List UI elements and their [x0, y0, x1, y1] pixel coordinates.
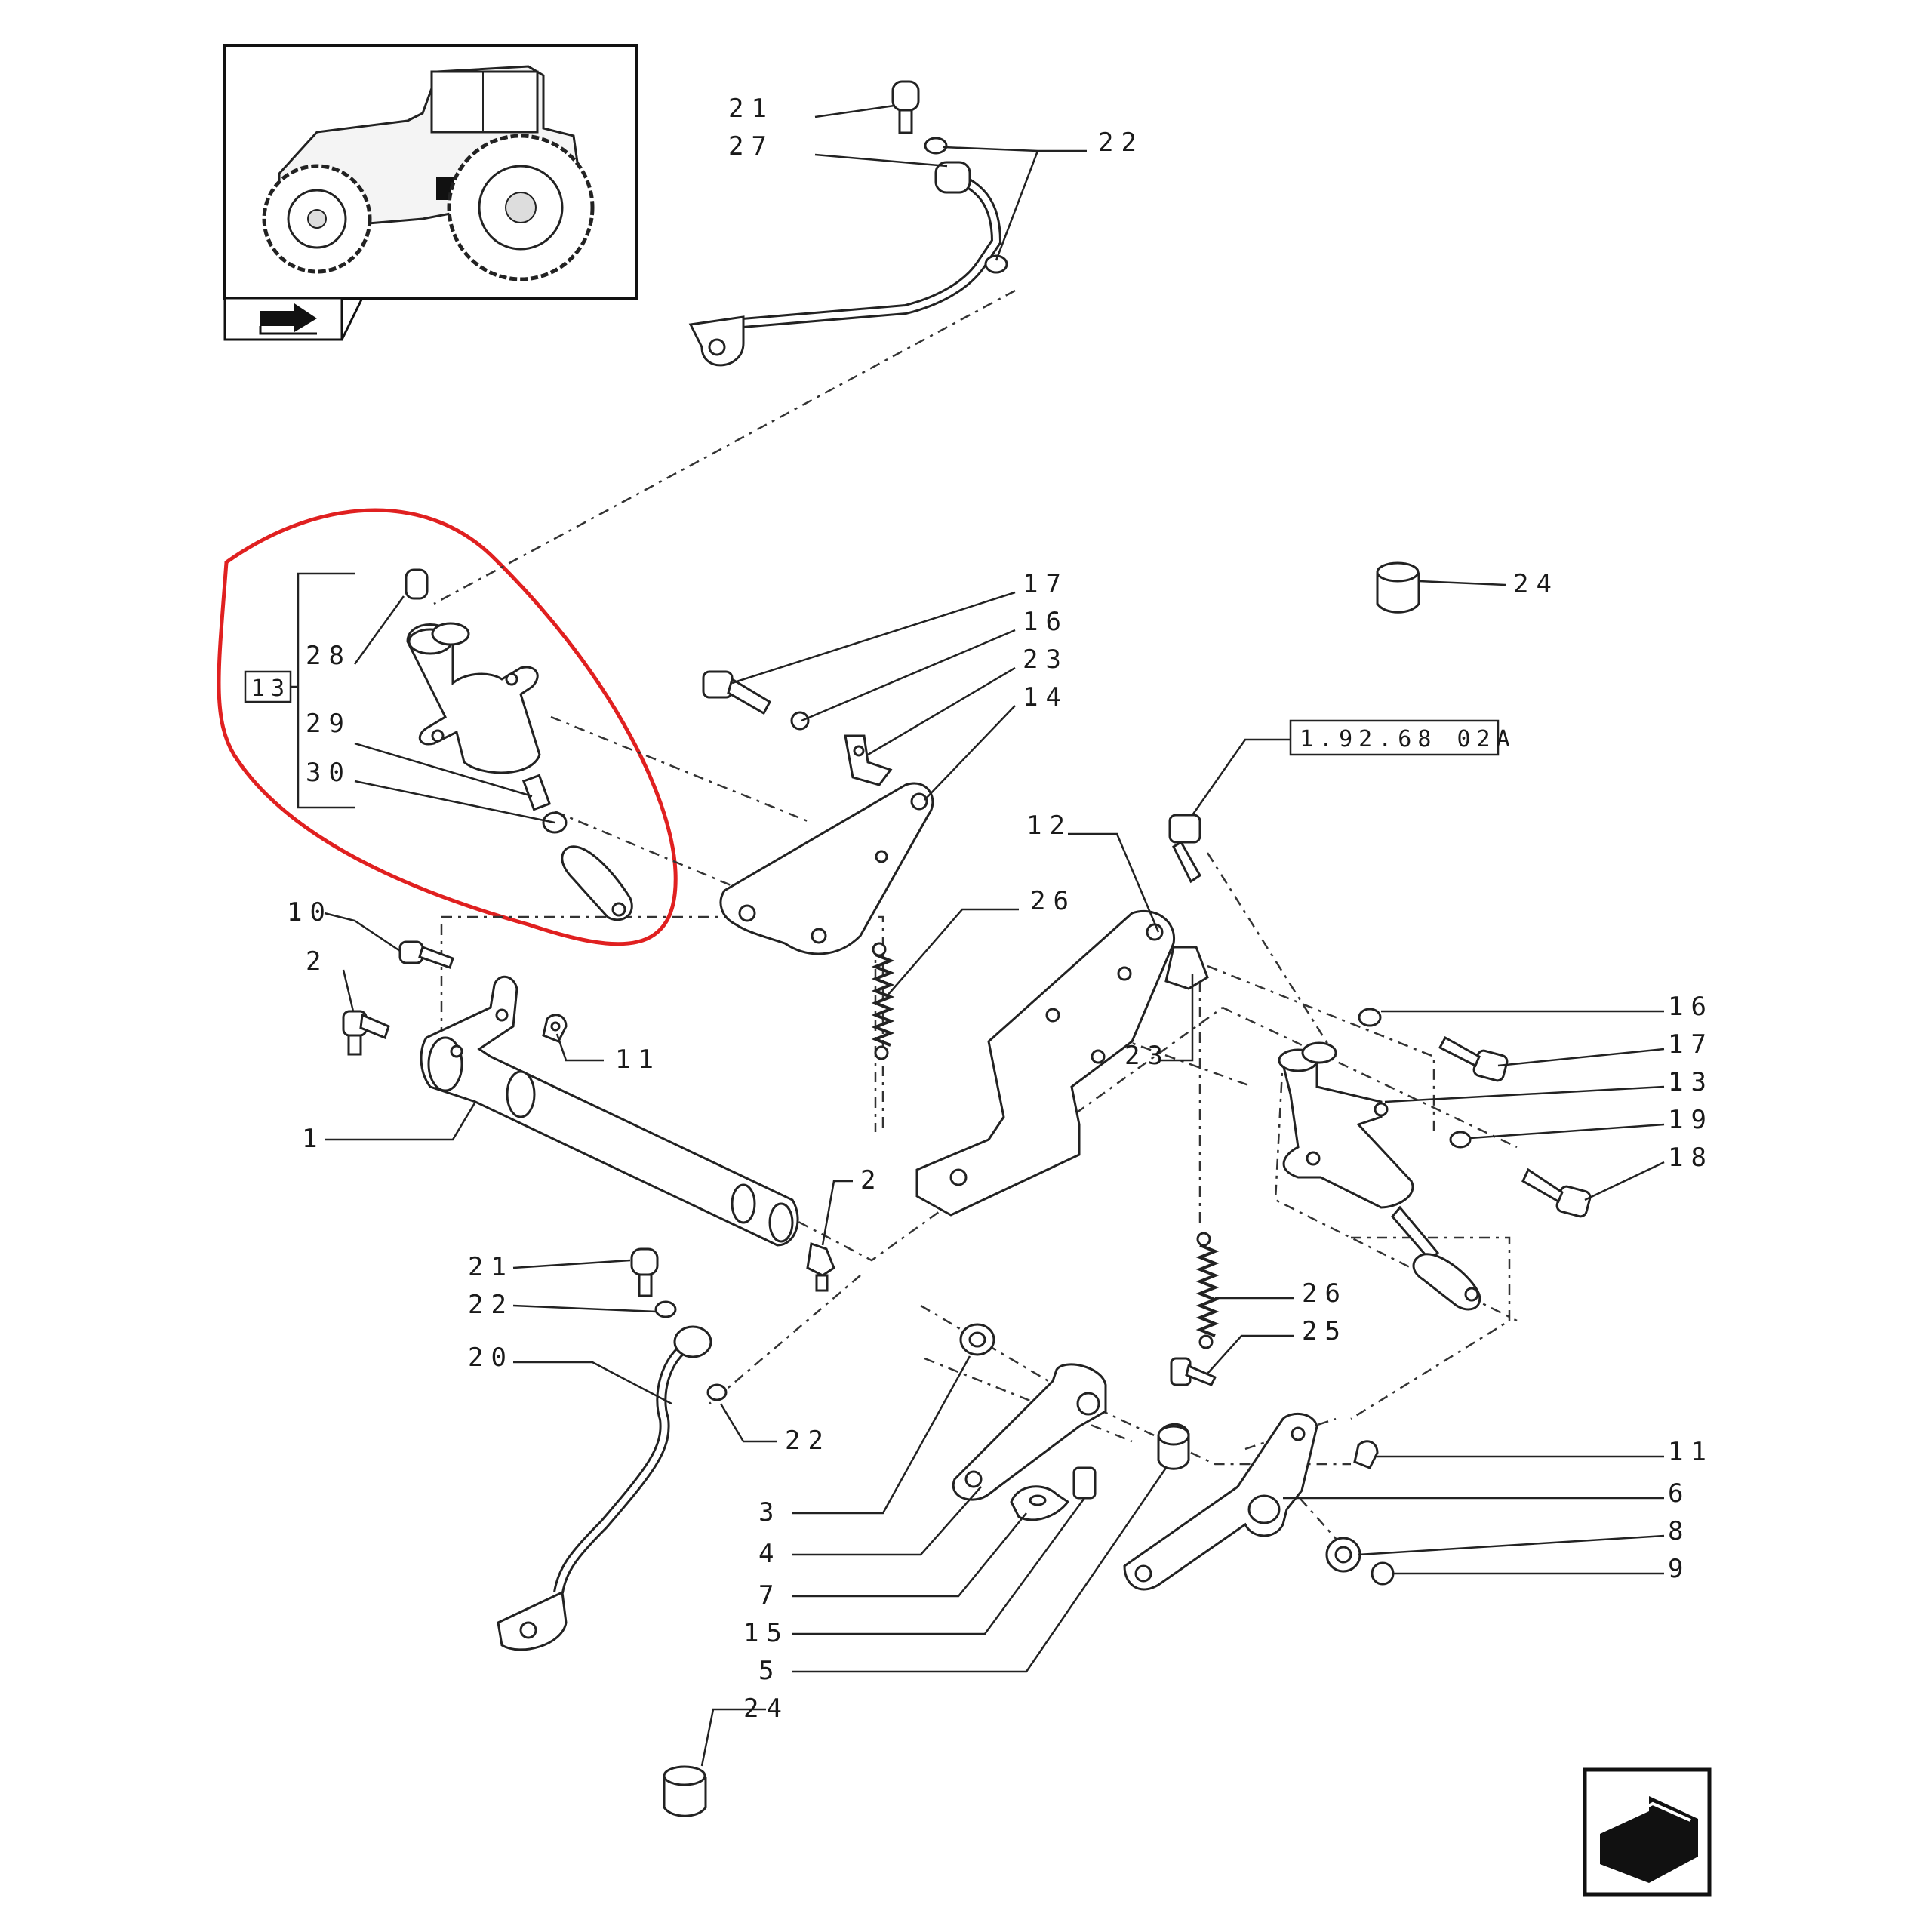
callout-25: 25 [1302, 1316, 1348, 1346]
callout-17-lower: 17 [1668, 1029, 1714, 1060]
cap-24-upper [1376, 561, 1420, 614]
callout-22-upper: 22 [1098, 128, 1144, 158]
slave-cylinder-13 [1278, 1041, 1481, 1311]
callout-13: 13 [1668, 1067, 1714, 1097]
group-13-label: 13 [251, 675, 291, 702]
callout-15: 15 [743, 1618, 789, 1648]
page-flip-arrow-icon [259, 303, 317, 335]
callout-22-bottom: 22 [785, 1426, 831, 1456]
assembly-lines [433, 289, 1518, 1548]
spring-26-lower [1170, 1232, 1220, 1386]
spring-26-upper [871, 942, 895, 1060]
slave-cylinder-group-13 [405, 568, 633, 921]
callout-5: 5 [758, 1656, 781, 1686]
callout-23-upper: 23 [1023, 645, 1069, 675]
next-page-arrow-icon [1583, 1767, 1712, 1897]
cap-24-lower [663, 1765, 707, 1817]
callout-28: 28 [306, 641, 352, 671]
callout-6: 6 [1668, 1478, 1690, 1509]
fittings-upper-left [342, 940, 568, 1056]
callout-26-upper: 26 [1030, 886, 1076, 916]
callout-21-lower: 21 [468, 1252, 514, 1282]
fitting-2-lower [806, 1241, 835, 1292]
callout-7: 7 [758, 1580, 781, 1611]
callout-2-lower: 2 [860, 1165, 883, 1195]
callout-3: 3 [758, 1497, 781, 1527]
callout-19: 19 [1668, 1105, 1714, 1135]
upper-pipe-assembly [688, 80, 1008, 367]
callout-labels: 21 27 22 28 29 30 17 16 23 14 24 12 26 1… [287, 94, 1714, 1724]
callout-11-lower: 11 [1668, 1437, 1714, 1467]
lower-pipe-20 [497, 1247, 728, 1651]
callout-22-lower: 22 [468, 1290, 514, 1320]
lever-4 [952, 1323, 1107, 1521]
callout-29: 29 [306, 709, 352, 739]
callout-30: 30 [306, 758, 352, 788]
callout-16-upper: 16 [1023, 607, 1069, 637]
reference-box: 1.92.68 02A [1289, 719, 1516, 756]
callout-9: 9 [1668, 1554, 1690, 1584]
callout-1: 1 [302, 1124, 325, 1154]
callout-26-lower: 26 [1302, 1278, 1348, 1309]
callout-24-lower: 24 [743, 1694, 789, 1724]
master-cylinder-1 [420, 975, 799, 1247]
bolt-17-upper [702, 670, 893, 786]
callout-8: 8 [1668, 1516, 1690, 1546]
callout-18: 18 [1668, 1143, 1714, 1173]
callout-14: 14 [1023, 682, 1069, 712]
leader-lines [324, 104, 1665, 1767]
callout-11-upper: 11 [615, 1044, 661, 1075]
bushing-5 [1157, 1423, 1190, 1470]
bolt-reference [1168, 814, 1201, 884]
callout-20: 20 [468, 1343, 514, 1373]
callout-27: 27 [728, 131, 774, 162]
callout-2-upper: 2 [306, 946, 328, 977]
callout-24-upper: 24 [1513, 569, 1559, 599]
reference-code: 1.92.68 02A [1300, 726, 1516, 752]
lever-6 [1123, 1412, 1395, 1591]
callout-10: 10 [287, 897, 333, 928]
callout-12: 12 [1026, 811, 1072, 841]
tractor-locator-icon [223, 44, 638, 341]
callout-16-lower: 16 [1668, 992, 1714, 1022]
callout-4: 4 [758, 1539, 781, 1569]
callout-21-upper: 21 [728, 94, 774, 124]
fasteners-right [1358, 1008, 1592, 1218]
callout-23-lower: 23 [1124, 1041, 1171, 1071]
bracket-14 [719, 782, 934, 955]
callout-17-upper: 17 [1023, 569, 1069, 599]
group-13-bracket: 13 [244, 572, 355, 809]
highlight-outline [217, 508, 678, 946]
